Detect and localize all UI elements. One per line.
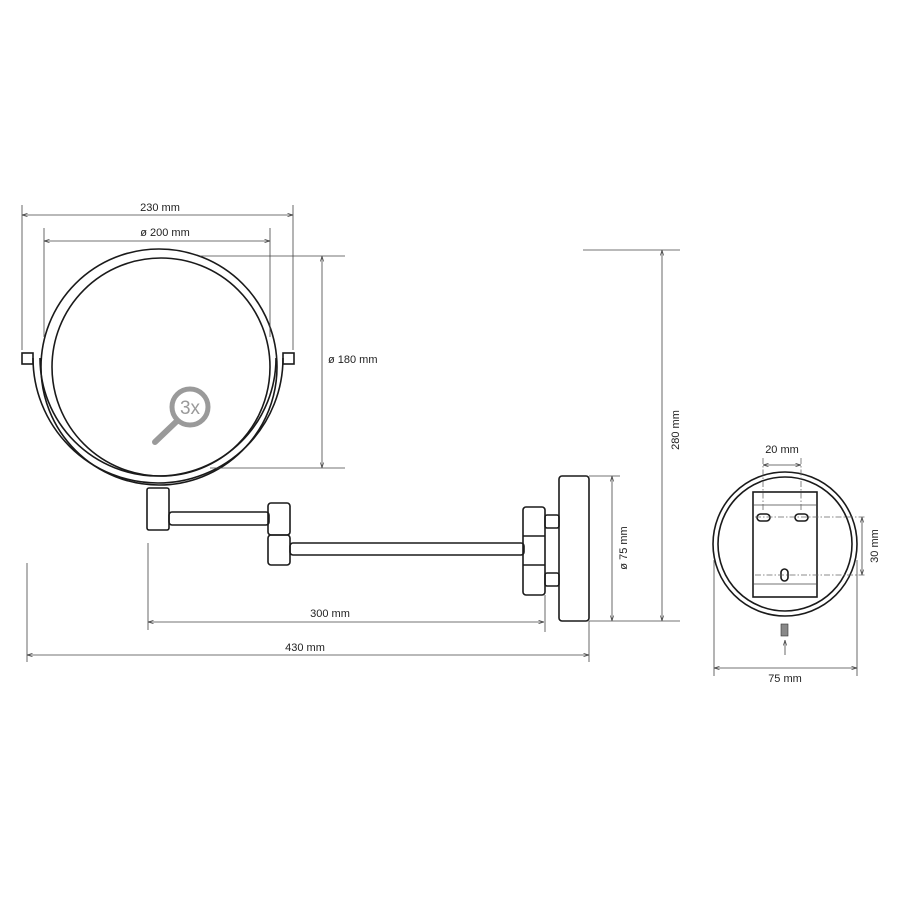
dim-280: 280 mm xyxy=(670,410,682,450)
mirror-neck xyxy=(146,487,170,531)
dimension-labels: 230 mm ø 200 mm ø 180 mm 300 mm 430 mm ø… xyxy=(140,202,881,685)
dim-230: 230 mm xyxy=(140,202,180,214)
dim-200: ø 200 mm xyxy=(140,227,190,239)
dim-75-side: ø 75 mm xyxy=(618,526,630,569)
mirror-yoke-inner xyxy=(39,357,277,477)
dim-430: 430 mm xyxy=(285,642,325,654)
back-view xyxy=(712,458,866,676)
arm-segment-2 xyxy=(289,542,525,556)
mirror-side-view xyxy=(21,248,590,622)
mirror-outer-ring xyxy=(40,248,278,486)
mounting-slot-right xyxy=(794,513,809,522)
arm-segment-1 xyxy=(168,511,270,526)
dimension-lines xyxy=(21,205,680,662)
left-pivot xyxy=(21,352,34,365)
hinge-block-lower xyxy=(267,534,291,566)
dim-300: 300 mm xyxy=(310,608,350,620)
hinge-block-upper xyxy=(267,502,291,536)
mounting-slot-left xyxy=(756,513,771,522)
dim-30: 30 mm xyxy=(869,529,881,563)
magnification-label: 3x xyxy=(180,398,201,419)
base-inner-ring xyxy=(717,476,853,612)
hinge-knob-lower xyxy=(544,572,560,587)
right-pivot xyxy=(282,352,295,365)
mirror-yoke-outer xyxy=(32,357,284,484)
dim-20: 20 mm xyxy=(765,444,799,456)
set-screw xyxy=(780,623,789,637)
dim-180: ø 180 mm xyxy=(328,354,378,366)
mounting-plate xyxy=(752,491,818,598)
dim-75-back: 75 mm xyxy=(768,673,802,685)
wall-plate xyxy=(558,475,590,622)
mirror-glass xyxy=(51,257,271,477)
magnifier-icon xyxy=(169,386,211,428)
base-outer-ring xyxy=(712,471,858,617)
wall-hinge-block xyxy=(522,506,546,596)
hinge-knob-upper xyxy=(544,514,560,529)
magnifier-badge: 3x xyxy=(152,386,211,445)
